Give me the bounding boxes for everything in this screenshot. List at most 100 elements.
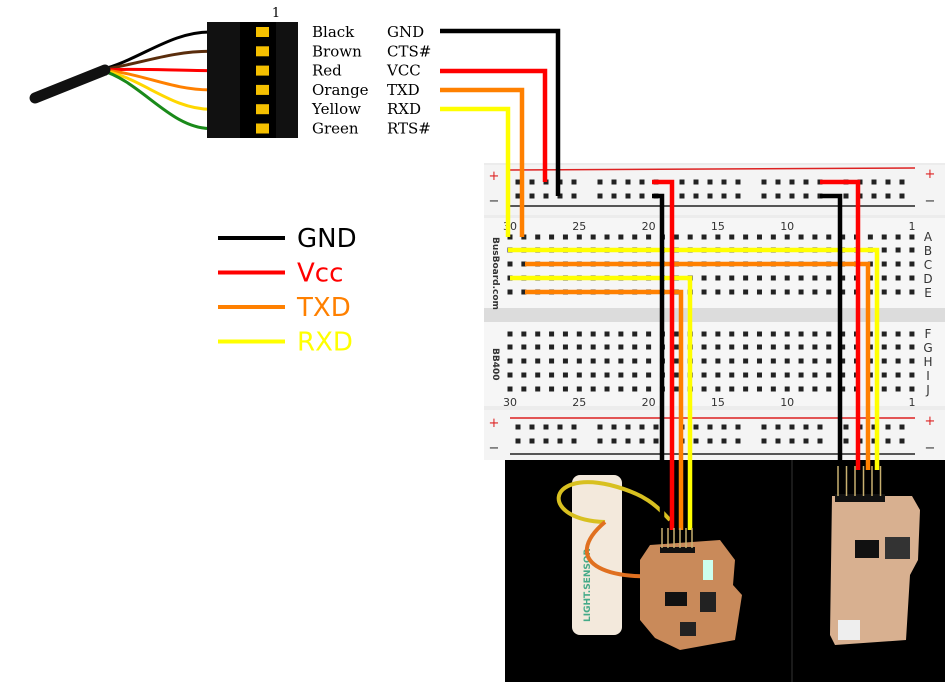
row-label: D — [923, 272, 932, 286]
hole — [715, 372, 721, 378]
cable-wire — [99, 67, 211, 73]
hole — [881, 261, 887, 267]
hole — [817, 424, 823, 430]
hole — [756, 289, 762, 295]
hole — [646, 234, 652, 240]
hole — [507, 372, 513, 378]
hole — [576, 358, 582, 364]
hole — [707, 193, 713, 199]
rail-line-plus — [509, 167, 916, 171]
hole — [687, 234, 693, 240]
sensor-pcb — [572, 475, 622, 635]
hole — [761, 193, 767, 199]
hole — [515, 424, 521, 430]
hole — [625, 179, 631, 185]
hole — [562, 358, 568, 364]
brand-label: BusBoard.com — [490, 237, 500, 310]
cable-wires — [99, 30, 211, 130]
hole — [756, 386, 762, 392]
hole — [701, 358, 707, 364]
signal-label: GND — [387, 23, 424, 41]
hole — [798, 289, 804, 295]
hole — [881, 234, 887, 240]
hole — [507, 386, 513, 392]
column-number: 15 — [711, 396, 725, 409]
main-pcb-left — [640, 540, 742, 650]
hole — [707, 438, 713, 444]
hole — [535, 358, 541, 364]
hole — [881, 344, 887, 350]
hole — [812, 289, 818, 295]
hole — [529, 438, 535, 444]
hole — [507, 289, 513, 295]
row-label: C — [924, 258, 932, 272]
header-pin — [256, 46, 269, 57]
hole — [557, 438, 563, 444]
hole — [798, 234, 804, 240]
hole — [515, 193, 521, 199]
sensor-cable — [556, 480, 672, 524]
row-label: J — [925, 383, 930, 397]
jumper-wire — [652, 193, 665, 530]
wire-color-label: Green — [312, 120, 359, 138]
hole — [881, 247, 887, 253]
hole — [798, 358, 804, 364]
hole — [646, 372, 652, 378]
hole — [535, 331, 541, 337]
hole — [701, 331, 707, 337]
cable-wire — [99, 68, 211, 92]
hole — [521, 386, 527, 392]
hole — [867, 331, 873, 337]
hole — [789, 438, 795, 444]
isp-header — [700, 592, 716, 612]
cable-jacket — [29, 64, 111, 104]
pin1-label: 1 — [272, 6, 280, 21]
signal-label: CTS# — [387, 42, 431, 60]
hole — [871, 179, 877, 185]
hole — [597, 179, 603, 185]
header-pins-upright — [661, 466, 882, 548]
hole — [812, 344, 818, 350]
legend-label: Vcc — [297, 259, 343, 289]
legend-label: RXD — [297, 328, 353, 358]
hole — [826, 331, 832, 337]
column-number: 1 — [908, 220, 915, 233]
wire-color-label: Black — [312, 23, 355, 41]
hole — [701, 275, 707, 281]
hole — [576, 386, 582, 392]
hole — [867, 234, 873, 240]
hole — [707, 424, 713, 430]
column-number: 20 — [642, 396, 656, 409]
hole — [756, 234, 762, 240]
hole — [632, 386, 638, 392]
hole — [895, 358, 901, 364]
hole — [840, 289, 846, 295]
rail-polarity-label: − — [925, 194, 936, 209]
hole — [803, 179, 809, 185]
hole — [590, 372, 596, 378]
hole — [756, 331, 762, 337]
hole — [618, 234, 624, 240]
hole — [789, 424, 795, 430]
hole — [770, 275, 776, 281]
hole — [693, 193, 699, 199]
hole — [803, 438, 809, 444]
hole — [707, 179, 713, 185]
hole — [784, 372, 790, 378]
hole — [775, 438, 781, 444]
pcb-left — [640, 540, 742, 650]
sensor-label: LIGHT.SENSOR — [583, 549, 593, 622]
hole — [590, 358, 596, 364]
hole — [715, 386, 721, 392]
hole — [507, 261, 513, 267]
hole — [535, 234, 541, 240]
hole — [784, 386, 790, 392]
hole — [632, 234, 638, 240]
signal-label: TXD — [387, 81, 420, 99]
hole — [729, 372, 735, 378]
hole — [590, 344, 596, 350]
hole — [840, 275, 846, 281]
hole — [715, 344, 721, 350]
hole — [701, 234, 707, 240]
